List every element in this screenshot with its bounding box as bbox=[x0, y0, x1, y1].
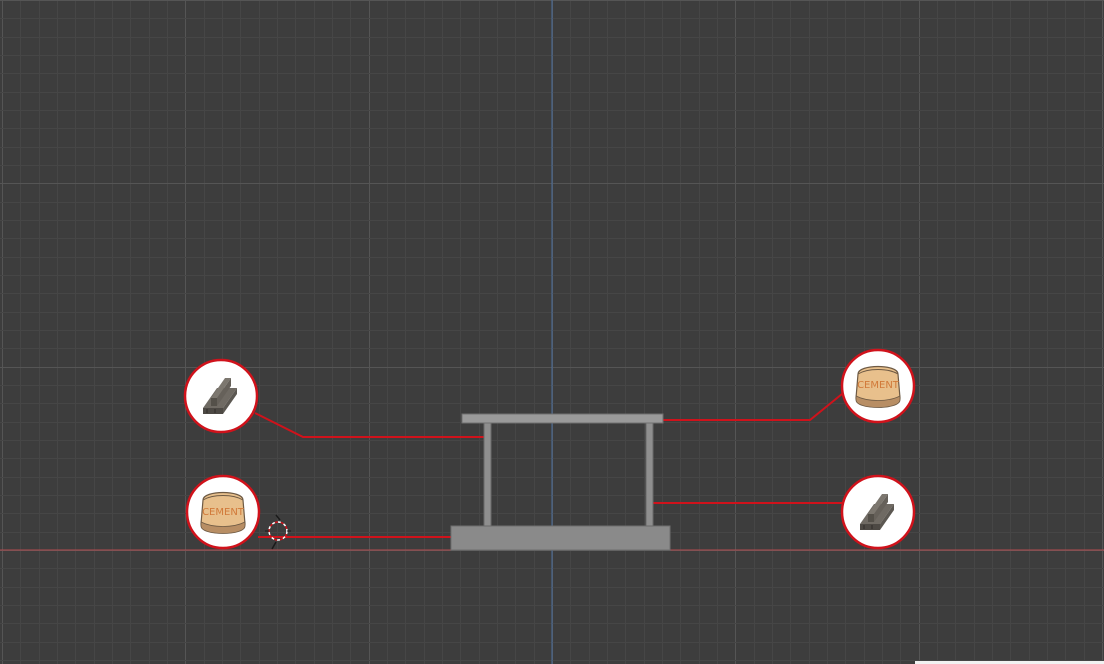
cement-bag-icon: CEMENT bbox=[855, 365, 901, 408]
base-slab[interactable] bbox=[450, 525, 671, 551]
leader-lines bbox=[254, 393, 843, 538]
3d-cursor-icon[interactable] bbox=[265, 514, 291, 550]
roof-slab[interactable] bbox=[461, 413, 664, 424]
callout-upper-right[interactable]: CEMENT bbox=[840, 348, 916, 424]
callout-lower-right[interactable] bbox=[840, 474, 916, 550]
callout-lower-left[interactable]: CEMENT bbox=[185, 474, 261, 550]
right-column[interactable] bbox=[645, 422, 654, 527]
leader-line-upper-right bbox=[594, 393, 843, 421]
cement-bag-label: CEMENT bbox=[857, 380, 900, 391]
callout-upper-left[interactable] bbox=[183, 358, 259, 434]
structure-model[interactable] bbox=[450, 413, 671, 551]
cement-bag-label: CEMENT bbox=[202, 507, 245, 518]
steel-beam-icon bbox=[860, 494, 894, 530]
left-column[interactable] bbox=[483, 422, 492, 527]
corner-strip bbox=[915, 661, 1104, 664]
leader-line-upper-left bbox=[254, 412, 490, 438]
steel-beam-icon bbox=[203, 378, 237, 414]
cement-bag-icon: CEMENT bbox=[200, 491, 246, 534]
